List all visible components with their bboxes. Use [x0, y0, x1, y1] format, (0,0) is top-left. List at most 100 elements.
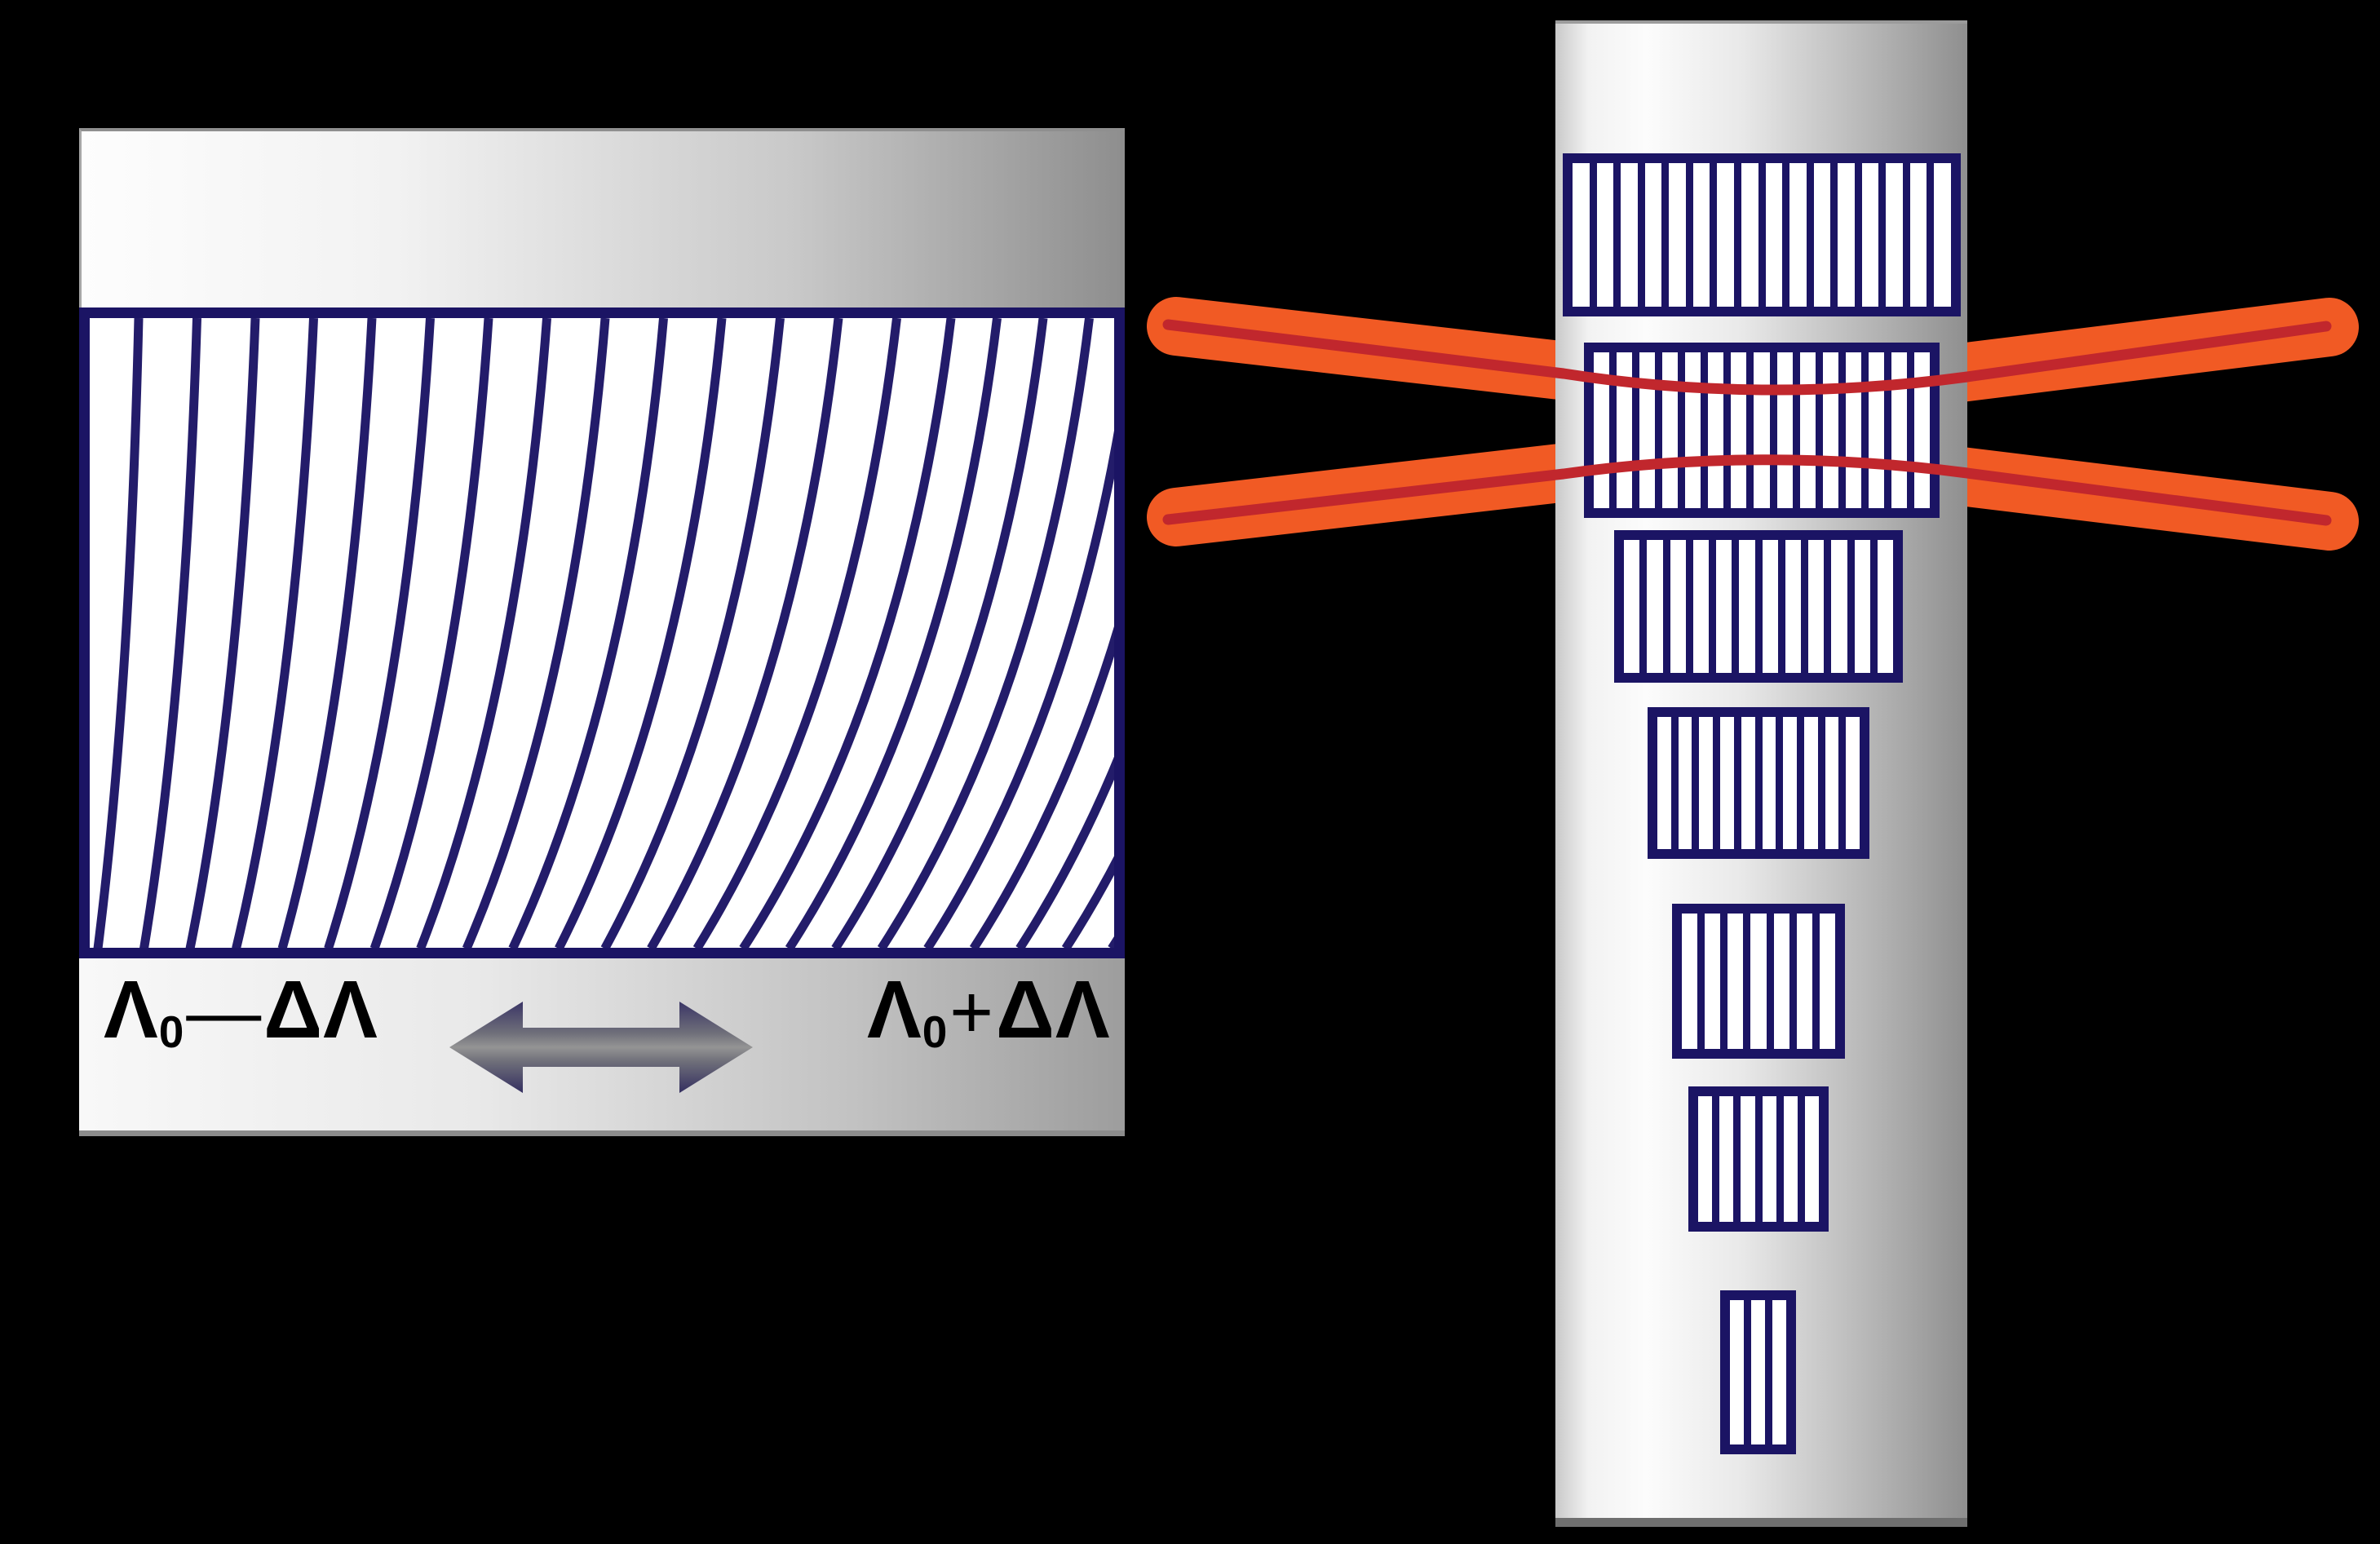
panel-top-band: [79, 128, 1125, 307]
grating-slat: [1765, 163, 1783, 307]
grating-slat: [1596, 163, 1614, 307]
grating-slat: [1762, 717, 1776, 849]
grating-slat: [1886, 163, 1903, 307]
grating-slat: [1789, 163, 1807, 307]
grating-slat: [1670, 540, 1686, 673]
grating-slat: [1698, 1096, 1713, 1222]
grating-line: [277, 317, 377, 950]
grating-line: [369, 317, 493, 950]
fbg-grating-7: [1720, 1290, 1796, 1454]
grating-slat: [1762, 540, 1778, 673]
grating-line: [232, 317, 318, 950]
grating-slat: [1621, 163, 1638, 307]
grating-slat: [1909, 163, 1927, 307]
grating-line: [555, 317, 727, 950]
grating-frame: [79, 307, 1125, 958]
grating-slat: [1762, 1096, 1776, 1222]
minus-operator: —: [186, 971, 263, 1054]
grating-slat: [1773, 914, 1789, 1049]
period-label-right: Λ0+ΔΛ: [867, 965, 1111, 1057]
grating-slat: [1861, 163, 1879, 307]
grating-slat: [1720, 717, 1734, 849]
grating-slat: [1741, 717, 1755, 849]
grating-slat: [1705, 914, 1721, 1049]
grating-slat: [1783, 717, 1797, 849]
grating-slat: [1819, 914, 1835, 1049]
grating-slat: [1803, 717, 1818, 849]
delta-lambda: ΔΛ: [263, 964, 378, 1055]
lambda-subscript: 0: [922, 1006, 949, 1058]
grating-slat: [1741, 163, 1758, 307]
grating-slat: [1854, 540, 1870, 673]
grating-slat: [1804, 1096, 1820, 1222]
grating-line: [324, 317, 435, 950]
chirped-grating-panel: Λ0—ΔΛ Λ0+ΔΛ: [79, 128, 1125, 1136]
grating-line: [185, 317, 260, 950]
grating-slat: [1657, 717, 1671, 849]
grating-slat: [1719, 1096, 1734, 1222]
grating-slat: [1934, 163, 1951, 307]
grating-slat: [1682, 914, 1698, 1049]
grating-slat: [1772, 1300, 1786, 1444]
grating-slat: [1699, 717, 1714, 849]
grating-slat: [1739, 540, 1755, 673]
grating-line: [923, 416, 1117, 950]
fbg-grating-1: [1563, 153, 1961, 316]
grating-line: [877, 317, 1094, 950]
grating-slat: [1750, 914, 1767, 1049]
grating-slat: [1741, 1096, 1755, 1222]
strain-double-arrow-icon: [449, 1002, 753, 1093]
grating-slat: [1624, 540, 1640, 673]
lambda-subscript: 0: [158, 1006, 185, 1058]
grating-slat: [1808, 540, 1825, 673]
fbg-grating-4: [1648, 707, 1869, 859]
grating-slat: [1877, 540, 1893, 673]
fbg-grating-2: [1584, 343, 1940, 518]
grating-slat: [1846, 717, 1860, 849]
grating-slat: [1717, 163, 1734, 307]
grating-slat: [1573, 163, 1590, 307]
grating-line: [739, 317, 956, 950]
grating-slat: [1813, 163, 1831, 307]
grating-line: [785, 317, 1002, 950]
delta-lambda: ΔΛ: [996, 964, 1111, 1055]
grating-line: [508, 317, 668, 950]
period-label-left: Λ0—ΔΛ: [104, 965, 378, 1057]
beam-core-upper-icon: [1162, 319, 2332, 396]
grating-slat: [1730, 1300, 1744, 1444]
fbg-grating-3: [1614, 530, 1903, 683]
grating-line: [93, 317, 144, 949]
lambda-symbol: Λ: [104, 964, 159, 1055]
grating-slat: [1825, 717, 1839, 849]
grating-slat: [1751, 1300, 1765, 1444]
grating-slat: [1831, 540, 1847, 673]
grating-line: [969, 617, 1117, 950]
beam-core-lower-icon: [1162, 454, 2332, 526]
grating-slat: [1692, 540, 1709, 673]
panel-bottom-band: Λ0—ΔΛ Λ0+ΔΛ: [79, 958, 1125, 1136]
grating-line: [831, 317, 1048, 950]
grating-slat: [1727, 914, 1744, 1049]
grating-slat: [1716, 540, 1732, 673]
fbg-grating-6: [1688, 1086, 1829, 1232]
grating-slat: [1838, 163, 1855, 307]
grating-line: [139, 317, 201, 949]
lambda-symbol: Λ: [867, 964, 922, 1055]
grating-line: [600, 317, 785, 950]
chirped-grating: [79, 307, 1125, 958]
grating-line: [647, 317, 843, 950]
plus-operator: +: [949, 971, 995, 1054]
grating-slat: [1692, 163, 1710, 307]
grating-line: [692, 317, 901, 950]
grating-line: [462, 317, 610, 950]
grating-slat: [1647, 540, 1663, 673]
fbg-grating-5: [1672, 904, 1845, 1059]
grating-line: [416, 317, 551, 950]
grating-slat: [1644, 163, 1662, 307]
grating-slat: [1678, 717, 1692, 849]
grating-slat: [1783, 1096, 1798, 1222]
grating-line: [1015, 750, 1117, 950]
grating-slat: [1669, 163, 1686, 307]
